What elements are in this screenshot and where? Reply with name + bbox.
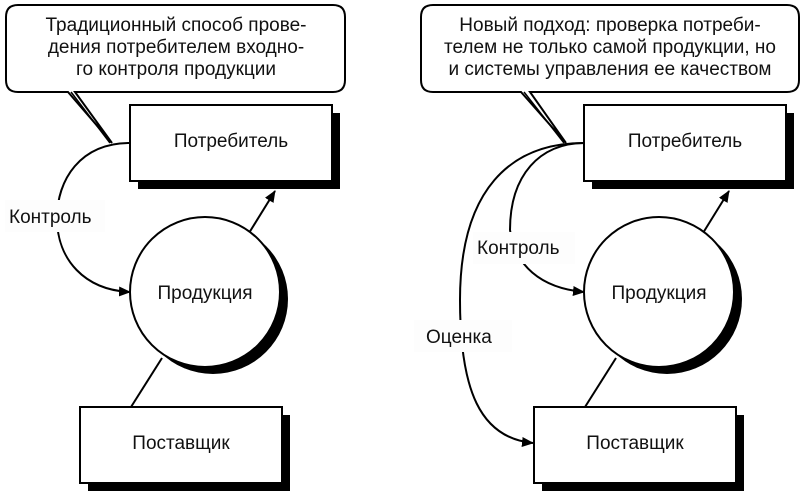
- left-delivery-arrow: [248, 190, 276, 234]
- right-control-arrow: [508, 142, 585, 296]
- left-consumer-box: Потребитель: [129, 104, 340, 189]
- left-panel: Традиционный способ прове- дения потреби…: [5, 4, 346, 491]
- left-callout-line-3: го контроля продукции: [76, 59, 276, 80]
- right-callout: Новый подход: проверка потреби- телем не…: [420, 4, 800, 144]
- right-supplier-box: Поставщик: [533, 406, 744, 491]
- left-product-label: Продукция: [157, 283, 252, 304]
- left-supply-line: [130, 357, 163, 408]
- left-callout-line-2: дения потребителем входно-: [48, 37, 304, 58]
- left-product-circle: Продукция: [129, 216, 288, 374]
- right-assessment-label: Оценка: [426, 327, 492, 348]
- right-callout-line-2: телем не только самой продукции, но: [444, 37, 776, 58]
- right-callout-line-3: и системы управления ее качеством: [449, 59, 772, 80]
- right-assessment-arrow: [458, 142, 585, 447]
- left-supplier-label: Поставщик: [132, 433, 230, 454]
- right-delivery-arrow: [702, 190, 730, 234]
- left-callout: Традиционный способ прове- дения потреби…: [5, 4, 346, 144]
- right-supply-line: [584, 357, 617, 408]
- right-panel: Новый подход: проверка потреби- телем не…: [414, 4, 800, 491]
- left-control-label: Контроль: [9, 207, 92, 228]
- right-control-label: Контроль: [477, 238, 560, 259]
- left-consumer-label: Потребитель: [174, 131, 288, 152]
- right-consumer-box: Потребитель: [583, 104, 794, 189]
- left-control-label-bg: [5, 200, 105, 232]
- right-product-label: Продукция: [611, 283, 706, 304]
- right-supplier-label: Поставщик: [586, 433, 684, 454]
- right-assessment-label-bg: [414, 320, 512, 352]
- left-callout-line-1: Традиционный способ прове-: [46, 15, 307, 36]
- right-control-label-bg: [473, 232, 575, 264]
- right-product-circle: Продукция: [583, 216, 742, 374]
- right-consumer-label: Потребитель: [628, 131, 742, 152]
- left-supplier-box: Поставщик: [79, 406, 290, 491]
- right-callout-line-1: Новый подход: проверка потреби-: [459, 15, 760, 36]
